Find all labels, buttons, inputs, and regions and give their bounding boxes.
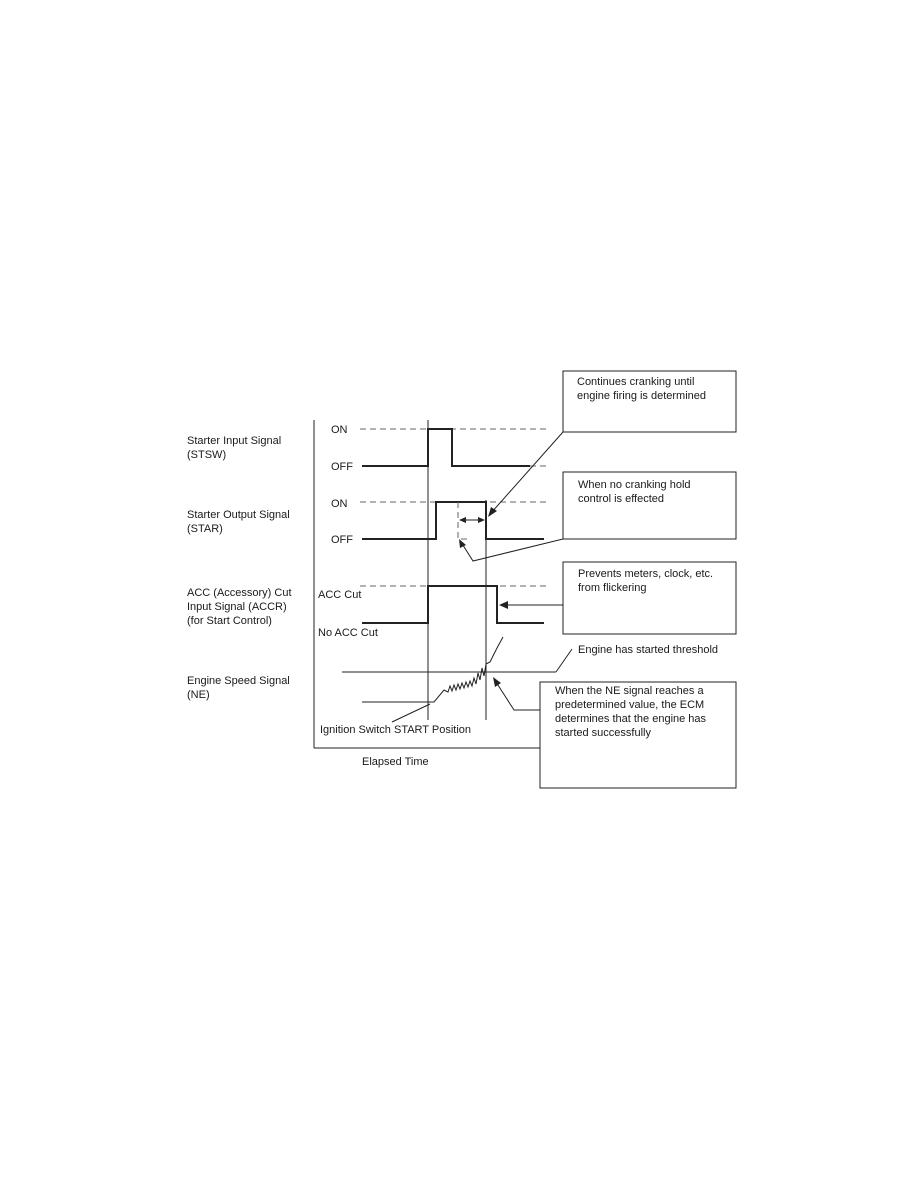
callout-no-hold-leader <box>460 538 564 562</box>
accr-name-line3: (for Start Control) <box>187 615 272 627</box>
hold-dimension-arrow-left <box>459 517 466 523</box>
callout-ne-leader <box>495 681 540 711</box>
callout-ne-line3: determines that the engine has <box>555 713 707 725</box>
star-no-hold-dashed-edge <box>457 502 468 540</box>
star-off-label: OFF <box>331 534 353 546</box>
stsw-name-line1: Starter Input Signal <box>187 435 281 447</box>
ignition-start-label: Ignition Switch START Position <box>320 724 471 736</box>
hold-dimension-arrow-right <box>478 517 485 523</box>
ne-name-line1: Engine Speed Signal <box>187 675 290 687</box>
elapsed-time-label: Elapsed Time <box>362 756 429 768</box>
star-name-line1: Starter Output Signal <box>187 509 290 521</box>
callout-cranking-line1: Continues cranking until <box>577 376 694 388</box>
accr-waveform <box>362 585 544 624</box>
callout-ne-line2: predetermined value, the ECM <box>555 699 704 711</box>
threshold-leader <box>555 648 573 673</box>
accr-low-label: No ACC Cut <box>318 627 378 639</box>
stsw-off-label: OFF <box>331 461 353 473</box>
star-waveform <box>362 501 544 540</box>
callout-prevents-arrowhead <box>499 601 508 609</box>
stsw-name-line2: (STSW) <box>187 449 226 461</box>
ne-waveform <box>362 636 504 703</box>
callout-no-hold-box <box>562 471 737 540</box>
callout-no-hold-arrowhead <box>459 539 466 548</box>
star-name-line2: (STAR) <box>187 523 223 535</box>
callout-prevents-line1: Prevents meters, clock, etc. <box>578 568 713 580</box>
callout-no-hold-line1: When no cranking hold <box>578 479 691 491</box>
callout-ne-line4: started successfully <box>555 727 651 739</box>
callout-ne-line1: When the NE signal reaches a <box>555 685 704 697</box>
callout-cranking-arrowhead <box>488 507 497 517</box>
callout-cranking-line2: engine firing is determined <box>577 390 706 402</box>
star-on-label: ON <box>331 498 348 510</box>
ignition-leader <box>391 703 431 723</box>
callout-cranking-box <box>562 370 737 433</box>
accr-name-line2: Input Signal (ACCR) <box>187 601 287 613</box>
threshold-label: Engine has started threshold <box>578 644 718 656</box>
callout-ne-arrowhead <box>493 677 501 687</box>
callout-no-hold-line2: control is effected <box>578 493 664 505</box>
accr-high-label: ACC Cut <box>318 589 361 601</box>
callout-ne-box <box>539 681 737 789</box>
stsw-waveform <box>362 428 530 467</box>
callout-cranking-leader <box>490 431 564 514</box>
stsw-on-label: ON <box>331 424 348 436</box>
callout-prevents-line2: from flickering <box>578 582 646 594</box>
callout-prevents-box <box>562 561 737 635</box>
ne-name-line2: (NE) <box>187 689 210 701</box>
accr-name-line1: ACC (Accessory) Cut <box>187 587 292 599</box>
